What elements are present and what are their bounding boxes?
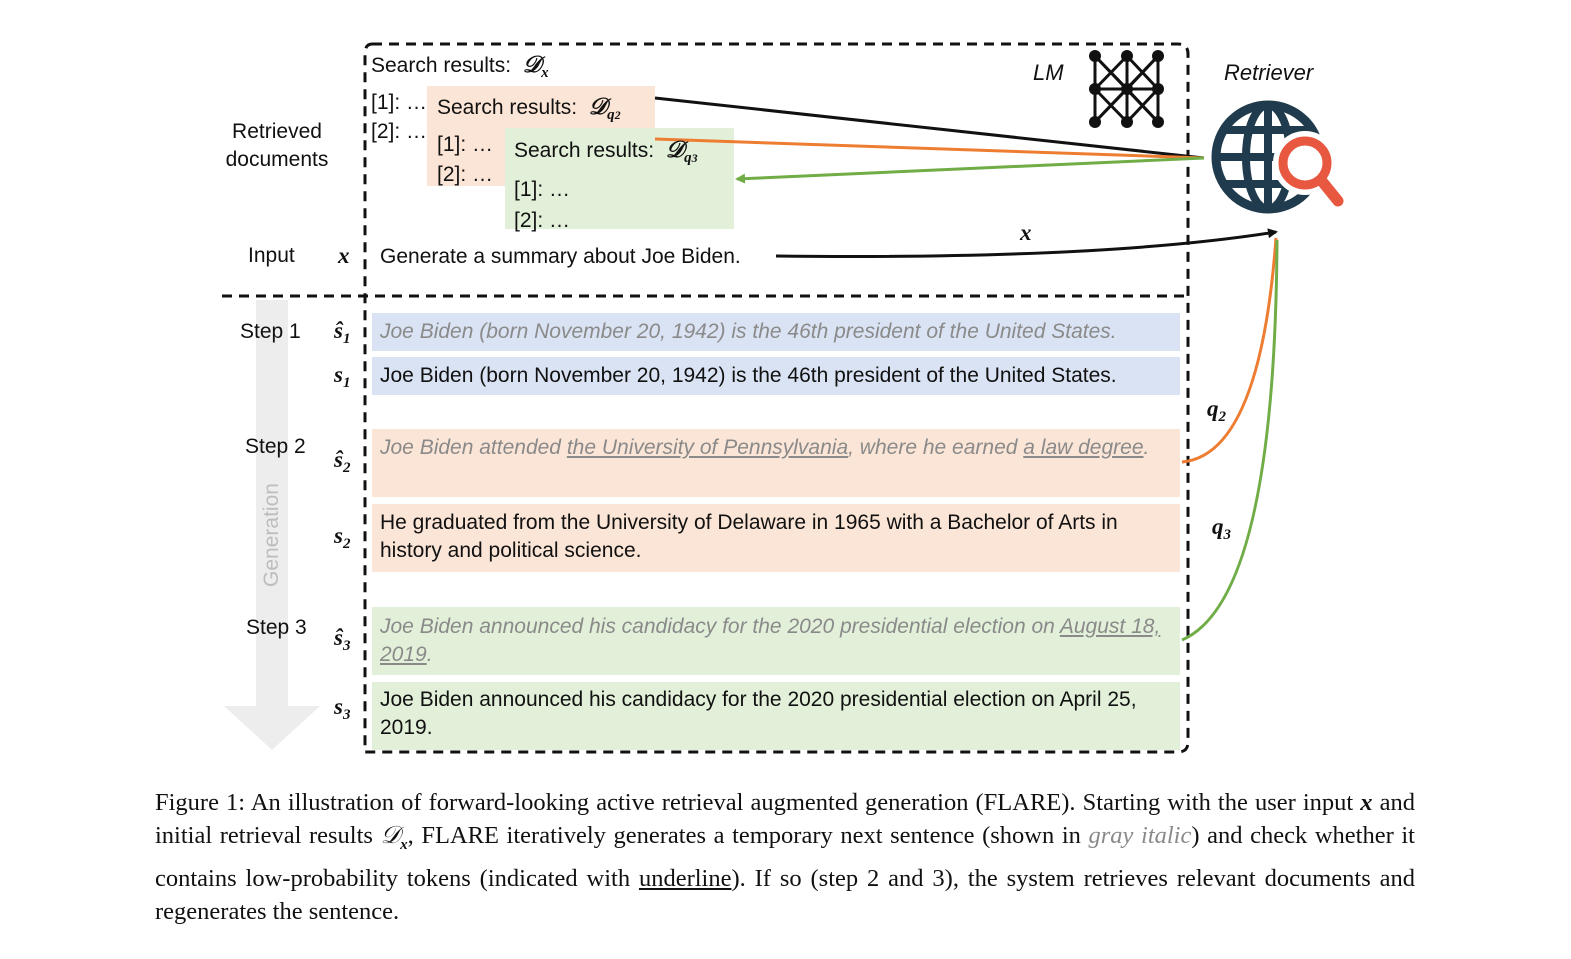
temp-span: Joe Biden announced his candidacy for th… bbox=[380, 615, 1060, 638]
magnifier-icon bbox=[1273, 131, 1344, 207]
temp-span: Joe Biden attended bbox=[380, 436, 567, 459]
step3-label: Step 3 bbox=[246, 616, 307, 639]
dq3-item-2: [2]: … bbox=[514, 209, 571, 232]
symbol-s-hat-3: ŝ3 bbox=[334, 625, 351, 654]
temp-span: , where he earned bbox=[848, 436, 1024, 459]
temp-span: Joe Biden (born November 20, 1942) is th… bbox=[380, 320, 1117, 343]
generation-label: Generation bbox=[260, 483, 283, 587]
input-arrow bbox=[775, 228, 1278, 258]
symbol-x: x bbox=[338, 243, 350, 268]
symbol-s-hat-2: ŝ2 bbox=[334, 447, 351, 476]
input-text: Generate a summary about Joe Biden. bbox=[380, 245, 741, 268]
symbol-s-1: s1 bbox=[334, 362, 351, 391]
dq2-prefix: Search results: bbox=[437, 96, 578, 119]
retrieved-label-line2: documents bbox=[225, 148, 329, 171]
dq2-symbol: 𝒟 bbox=[588, 94, 608, 119]
dq3-prefix: Search results: bbox=[514, 139, 655, 162]
step2-temp-box bbox=[372, 429, 1180, 497]
generation-arrow bbox=[224, 300, 320, 750]
dx-symbol: 𝒟 bbox=[522, 52, 542, 77]
retrieve-line-dq2 bbox=[654, 137, 1205, 160]
retrieved-documents-label: Retrieved documents bbox=[222, 118, 332, 174]
step3-final-text: Joe Biden announced his candidacy for th… bbox=[380, 688, 1137, 739]
dx-item-1: [1]: … bbox=[371, 91, 428, 114]
step2-temp-text: Joe Biden attended the University of Pen… bbox=[380, 434, 1175, 462]
step1-label: Step 1 bbox=[240, 320, 301, 343]
neural-network-icon bbox=[1089, 50, 1164, 128]
temp-span: . bbox=[426, 643, 433, 666]
search-box-q3 bbox=[505, 128, 734, 229]
step3-final-box bbox=[372, 682, 1180, 750]
step1-temp-text: Joe Biden (born November 20, 1942) is th… bbox=[380, 318, 1175, 346]
step1-final-box bbox=[372, 357, 1180, 395]
step3-temp-box bbox=[372, 607, 1180, 675]
dq3-item-1: [1]: … bbox=[514, 178, 571, 201]
dq3-symbol: 𝒟 bbox=[665, 137, 685, 162]
search-results-dq3: Search results: 𝒟q3 [1]: … [2]: … bbox=[514, 134, 698, 236]
step2-final-box bbox=[372, 504, 1180, 572]
retriever-label: Retriever bbox=[1224, 60, 1314, 85]
search-results-dx: Search results: 𝒟x [1]: … [2]: … bbox=[371, 50, 549, 146]
query-q3-curve bbox=[1181, 239, 1279, 642]
dq2-item-1: [1]: … bbox=[437, 133, 494, 156]
symbol-s-3: s3 bbox=[334, 694, 351, 723]
lm-frame bbox=[363, 42, 1190, 754]
step3-temp-text: Joe Biden announced his candidacy for th… bbox=[380, 613, 1175, 669]
search-results-dq2: Search results: 𝒟q2 [1]: … [2]: … bbox=[437, 92, 621, 190]
temp-span: . bbox=[1143, 436, 1150, 459]
step2-label: Step 2 bbox=[245, 435, 306, 458]
dx-item-2: [2]: … bbox=[371, 120, 428, 143]
low-prob-span: the University of Pennsylvania bbox=[566, 436, 849, 459]
figure-caption: Figure 1: An illustration of forward-loo… bbox=[155, 789, 1416, 925]
symbol-s-hat-1: ŝ1 bbox=[334, 318, 351, 347]
lm-label: LM bbox=[1033, 60, 1064, 85]
arrow-x-label: x bbox=[1020, 220, 1032, 245]
step2-final-text: He graduated from the University of Dela… bbox=[380, 511, 1118, 562]
q2-label: q2 bbox=[1207, 396, 1226, 425]
step1-final-text: Joe Biden (born November 20, 1942) is th… bbox=[380, 364, 1117, 387]
input-label: Input bbox=[248, 244, 295, 267]
query-q2-curve bbox=[1181, 237, 1278, 464]
step1-temp-box bbox=[372, 313, 1180, 351]
dq2-item-2: [2]: … bbox=[437, 163, 494, 186]
q3-label: q3 bbox=[1212, 514, 1231, 543]
retrieved-label-line1: Retrieved bbox=[232, 120, 322, 143]
symbol-s-2: s2 bbox=[334, 523, 351, 552]
retrieve-line-dx bbox=[654, 96, 1205, 160]
dx-prefix: Search results: bbox=[371, 54, 512, 77]
low-prob-span: August 18, 2019 bbox=[380, 615, 1161, 666]
low-prob-span: a law degree bbox=[1023, 436, 1144, 459]
retrieve-line-dq3 bbox=[735, 156, 1205, 184]
